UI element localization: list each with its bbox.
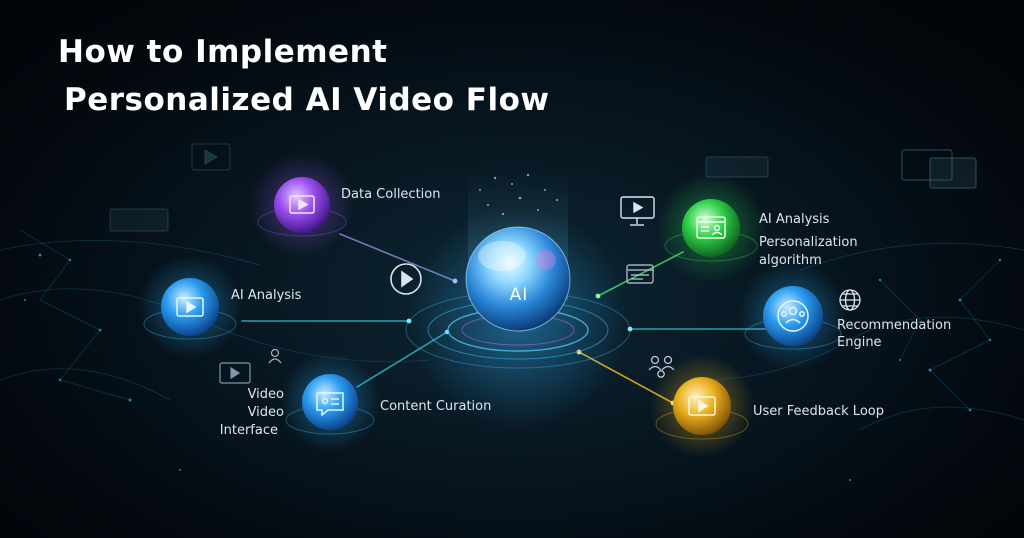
chat-media-icon — [316, 392, 344, 417]
ai-hub-label: AI — [509, 285, 529, 305]
data-collection-label: Data Collection — [341, 187, 441, 202]
monitor-play-icon — [620, 196, 655, 226]
video-player-icon — [289, 195, 315, 214]
personalization-label: Personalization — [759, 235, 858, 250]
ai-analysis-right-label: AI Analysis — [759, 212, 830, 227]
algorithm-label: algorithm — [759, 253, 822, 268]
side-text-video-2: Video — [247, 405, 284, 420]
node-recommendation-engine[interactable] — [738, 261, 848, 371]
node-user-feedback-loop[interactable] — [650, 354, 754, 458]
node-data-collection[interactable] — [250, 153, 354, 257]
recommendation-label: Recommendation — [837, 318, 952, 333]
people-icon — [648, 355, 675, 378]
globe-icon — [839, 289, 861, 311]
background-network — [0, 229, 1024, 431]
video-player-icon — [176, 297, 204, 317]
node-content-curation[interactable] — [280, 352, 380, 452]
engine-label: Engine — [837, 335, 882, 350]
user-feedback-label: User Feedback Loop — [753, 404, 884, 419]
content-curation-label: Content Curation — [380, 399, 492, 414]
page-title-line-2: Personalized AI Video Flow — [64, 82, 550, 118]
node-ai-analysis-right[interactable] — [656, 173, 766, 283]
side-text-video-1: Video — [247, 387, 284, 402]
page-title-line-1: How to Implement — [58, 34, 388, 70]
video-window-icon — [626, 264, 654, 284]
node-ai-analysis-left[interactable] — [138, 255, 242, 359]
video-frame-icon — [219, 362, 251, 384]
background-dots — [24, 253, 1002, 481]
side-text-interface: Interface — [219, 423, 278, 438]
ai-analysis-left-label: AI Analysis — [231, 288, 302, 303]
user-icon — [268, 348, 282, 364]
users-network-icon — [777, 300, 809, 332]
play-circle-icon — [390, 263, 422, 295]
ai-hub[interactable] — [405, 170, 631, 428]
background-windows — [109, 143, 977, 232]
profile-window-icon — [696, 216, 726, 239]
video-player-icon — [688, 396, 716, 416]
